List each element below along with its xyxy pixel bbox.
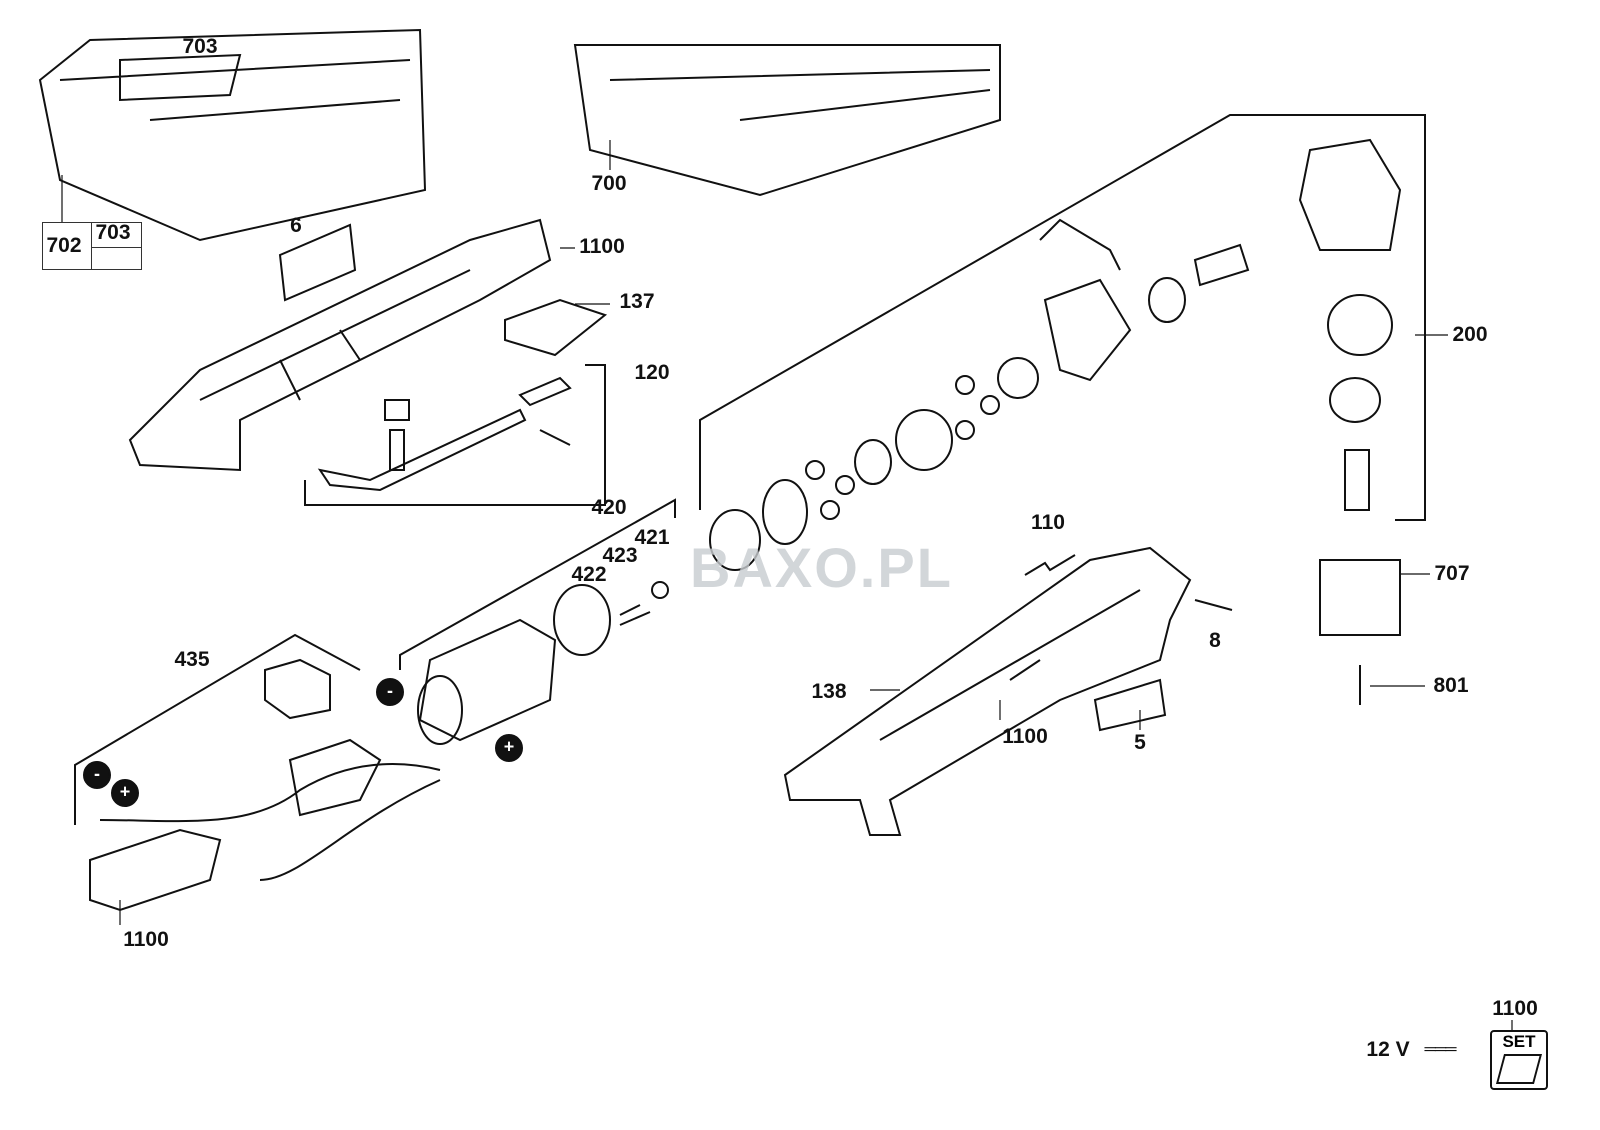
voltage-label: 12 V xyxy=(1366,1038,1410,1061)
label-1100: 1100 xyxy=(579,235,625,258)
gearbox-assembly-200 xyxy=(699,114,1426,571)
housing-half-top xyxy=(128,218,552,472)
label-120: 120 xyxy=(634,361,670,384)
dc-symbol-icon: ═══ xyxy=(1424,1041,1456,1058)
motor-420 xyxy=(399,498,676,745)
label-200: 200 xyxy=(1452,323,1488,346)
label-6: 6 xyxy=(290,214,302,237)
box-icon xyxy=(1495,1054,1543,1084)
polarity-markers xyxy=(83,678,523,807)
label-8: 8 xyxy=(1209,629,1221,652)
set-badge-text: SET xyxy=(1502,1032,1536,1051)
plus-sign: + xyxy=(119,781,131,802)
label-703: 703 xyxy=(182,35,218,58)
label-702: 702 xyxy=(46,234,82,257)
label-sticker-5 xyxy=(1093,678,1167,732)
chuck-707 xyxy=(1319,559,1401,705)
label-sticker-6 xyxy=(278,223,357,302)
label-700: 700 xyxy=(591,172,627,195)
watermark: BAXO.PL xyxy=(690,536,953,599)
label-5: 5 xyxy=(1134,731,1146,754)
label-1100: 1100 xyxy=(123,928,169,951)
screw-8 xyxy=(1194,599,1233,611)
label-703: 703 xyxy=(95,221,131,244)
leader-lines xyxy=(61,140,1513,1030)
label-110: 110 xyxy=(1031,511,1065,534)
minus-sign: - xyxy=(387,680,393,701)
label-137: 137 xyxy=(619,290,655,313)
set-badge: SET xyxy=(1490,1030,1548,1090)
switch-group-120 xyxy=(304,364,606,506)
label-435: 435 xyxy=(174,648,210,671)
label-801: 801 xyxy=(1433,674,1469,697)
carry-case-right xyxy=(573,44,1001,197)
minus-sign: - xyxy=(94,763,100,784)
label-1100: 1100 xyxy=(1492,997,1538,1020)
label-707: 707 xyxy=(1434,562,1470,585)
wiring-435 xyxy=(74,633,441,912)
case-part-table xyxy=(42,222,142,270)
carry-case-left xyxy=(38,28,427,242)
label-422: 422 xyxy=(571,563,607,586)
plus-sign: + xyxy=(503,736,515,757)
label-420: 420 xyxy=(591,496,627,519)
rating-plate-137 xyxy=(504,298,608,357)
label-138: 138 xyxy=(811,680,847,703)
label-423: 423 xyxy=(602,544,638,567)
label-1100: 1100 xyxy=(1002,725,1048,748)
label-421: 421 xyxy=(634,526,670,549)
housing-half-bottom xyxy=(783,546,1192,836)
